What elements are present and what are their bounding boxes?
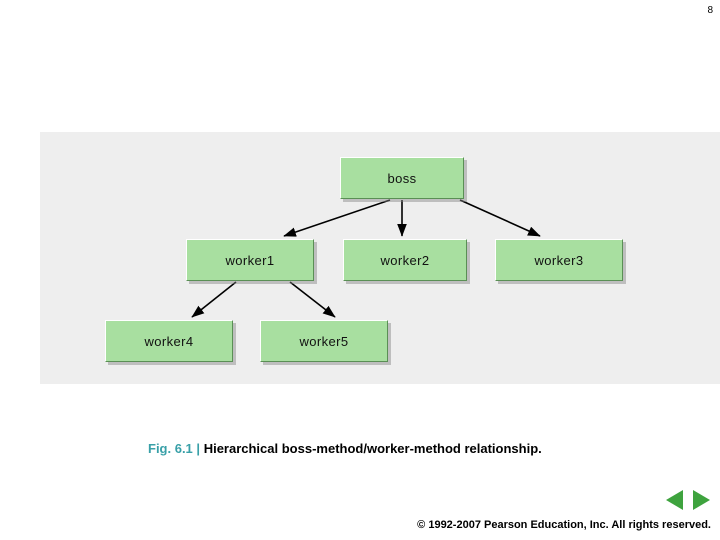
diagram-node-boss: boss: [340, 157, 464, 199]
diagram-node-label: worker5: [299, 333, 349, 349]
figure-caption: Fig. 6.1 | Hierarchical boss-method/work…: [148, 441, 542, 456]
slide-number: 8: [707, 5, 713, 16]
diagram-panel: boss worker1 worker2 worker3 worker4 worker5: [40, 132, 720, 384]
diagram-node-label: worker4: [144, 333, 194, 349]
diagram-edge-boss-to-worker3: [459, 199, 541, 237]
previous-slide-button[interactable]: [666, 490, 683, 510]
diagram-node-worker3: worker3: [495, 239, 623, 281]
diagram-edge-worker1-to-worker4: [191, 281, 237, 318]
figure-separator: |: [196, 441, 201, 456]
slide-navigation: [666, 490, 710, 510]
next-slide-button[interactable]: [693, 490, 710, 510]
copyright-footer: © 1992-2007 Pearson Education, Inc. All …: [417, 519, 711, 531]
diagram-node-label: worker3: [534, 252, 584, 268]
diagram-node-worker2: worker2: [343, 239, 467, 281]
diagram-node-label: boss: [387, 170, 417, 186]
diagram-node-label: worker1: [225, 252, 275, 268]
diagram-node-worker1: worker1: [186, 239, 314, 281]
figure-caption-text: Hierarchical boss-method/worker-method r…: [203, 441, 542, 456]
figure-label: Fig. 6.1: [148, 441, 193, 456]
diagram-node-worker5: worker5: [260, 320, 388, 362]
diagram-edge-boss-to-worker1: [283, 199, 391, 237]
diagram-node-label: worker2: [380, 252, 430, 268]
diagram-node-worker4: worker4: [105, 320, 233, 362]
diagram-edge-worker1-to-worker5: [289, 281, 336, 318]
